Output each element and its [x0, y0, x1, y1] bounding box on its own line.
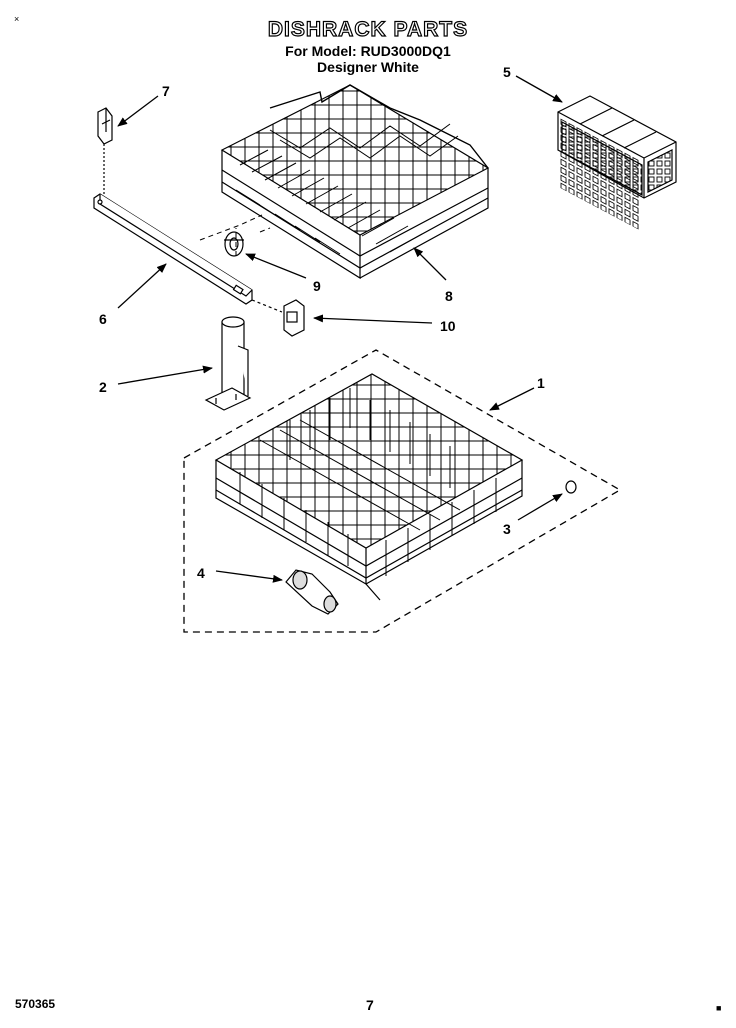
lower-dishrack: [214, 373, 524, 601]
upper-dishrack: [220, 84, 490, 280]
silverware-basket: [557, 95, 677, 231]
model-line: For Model: RUD3000DQ1: [285, 43, 451, 59]
color-line: Designer White: [317, 59, 419, 75]
corner-mark-top-left: ×: [14, 14, 20, 24]
callout-1: 1: [537, 375, 545, 391]
assembly-guides: [199, 214, 271, 256]
callout-5: 5: [503, 64, 511, 80]
lower-rack-roller: [285, 569, 339, 615]
rail-end-cap: [97, 107, 113, 196]
callout-6: 6: [99, 311, 107, 327]
callout-3: 3: [503, 521, 511, 537]
document-code: 570365: [15, 997, 56, 1011]
rack-wheel: [565, 480, 577, 494]
callout-10: 10: [440, 318, 456, 334]
callout-4: 4: [197, 565, 205, 581]
rack-rail: [93, 193, 253, 305]
callout-2: 2: [99, 379, 107, 395]
page-number: 7: [366, 997, 374, 1013]
page-title: DISHRACK PARTS: [267, 17, 469, 41]
callout-8: 8: [445, 288, 453, 304]
rack-stop-clip: [251, 299, 305, 337]
corner-mark-bottom-right: ■: [716, 1003, 722, 1013]
callout-7: 7: [162, 83, 170, 99]
rack-roller: [224, 231, 244, 257]
lower-rack-outline: [183, 349, 622, 633]
spray-tower: [204, 316, 252, 411]
callout-leaders: [117, 75, 563, 583]
callout-9: 9: [313, 278, 321, 294]
